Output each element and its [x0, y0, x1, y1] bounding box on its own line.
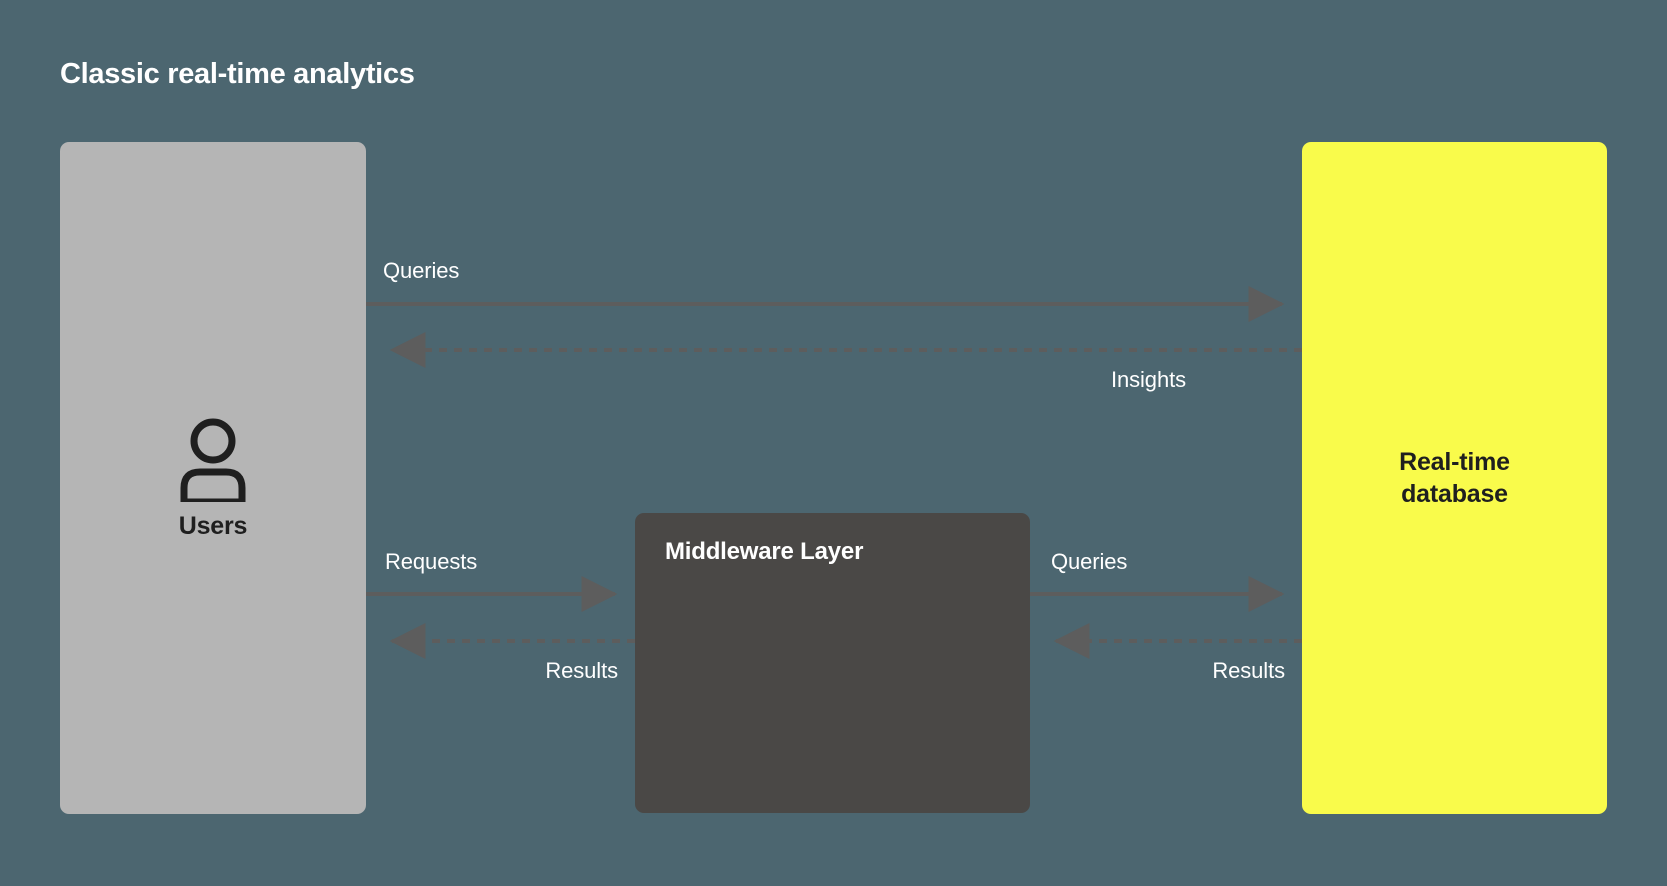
- node-users[interactable]: Users: [60, 142, 366, 814]
- node-database[interactable]: Real-time database: [1302, 142, 1607, 814]
- node-middleware[interactable]: Middleware Layer: [635, 513, 1030, 813]
- edge-label-results-right: Results: [1212, 658, 1285, 683]
- edge-label-results-left: Results: [545, 658, 618, 683]
- node-database-label-line2: database: [1401, 480, 1508, 508]
- user-icon: [180, 418, 246, 502]
- node-database-label: Real-time database: [1399, 446, 1510, 510]
- page-title: Classic real-time analytics: [60, 58, 415, 90]
- node-users-label: Users: [178, 511, 248, 540]
- node-middleware-label: Middleware Layer: [665, 538, 864, 565]
- edge-label-requests: Requests: [385, 549, 478, 574]
- edge-label-insights-direct: Insights: [1110, 367, 1186, 392]
- node-database-label-line1: Real-time: [1399, 448, 1510, 476]
- edge-label-queries-mid: Queries: [1051, 549, 1128, 574]
- edge-label-queries-direct: Queries: [383, 258, 460, 283]
